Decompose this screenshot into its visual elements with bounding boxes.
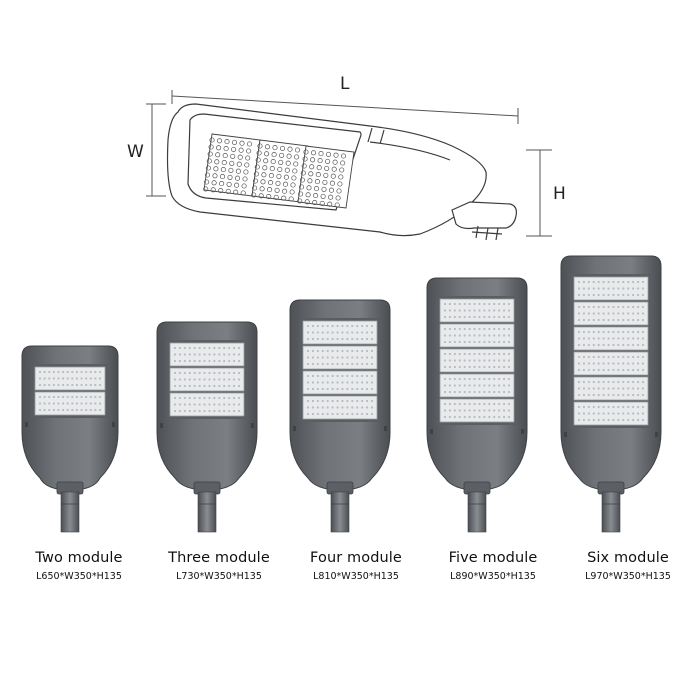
product-lineup <box>21 255 662 533</box>
led-module <box>302 320 378 345</box>
led-dots <box>443 377 511 394</box>
mount-pole <box>60 491 80 533</box>
lamp-two-module <box>21 345 119 533</box>
led-dots <box>38 370 102 387</box>
dimension-drawing: L W H <box>127 74 566 241</box>
led-module <box>302 370 378 395</box>
led-dots <box>306 349 374 366</box>
drawing-led-module <box>297 145 355 209</box>
led-module <box>439 348 515 373</box>
led-module <box>34 391 106 416</box>
led-module <box>302 345 378 370</box>
led-module <box>573 351 649 376</box>
led-dots <box>173 396 241 413</box>
led-module <box>169 392 245 417</box>
led-modules-drawing <box>203 133 355 209</box>
led-module <box>34 366 106 391</box>
label-five-module-title: Five module <box>448 550 538 566</box>
label-two-module-title: Two module <box>35 550 123 566</box>
lamp-five-module <box>426 277 528 533</box>
led-module <box>439 298 515 323</box>
mount-pole <box>467 491 487 533</box>
height-letter: H <box>553 184 566 204</box>
led-dots <box>443 302 511 319</box>
led-module <box>573 326 649 351</box>
lamp-three-module <box>156 321 258 533</box>
led-module <box>573 376 649 401</box>
led-dots <box>443 327 511 344</box>
led-dots <box>306 374 374 391</box>
led-dots <box>173 371 241 388</box>
label-two-module-dims: L650*W350*H135 <box>36 571 122 582</box>
mount-pole <box>330 491 350 533</box>
label-four-module-title: Four module <box>310 550 402 566</box>
drawing-led-module <box>251 139 309 203</box>
led-module <box>439 323 515 348</box>
mount-pole <box>601 491 621 533</box>
led-dots <box>443 352 511 369</box>
length-letter: L <box>340 74 350 94</box>
led-module <box>169 342 245 367</box>
led-dots <box>577 355 645 372</box>
led-dots <box>577 330 645 347</box>
led-dots <box>577 380 645 397</box>
led-module <box>439 398 515 423</box>
width-dimension-line <box>146 103 166 197</box>
led-module <box>573 301 649 326</box>
drawing-led-module <box>203 133 261 197</box>
label-five-module-dims: L890*W350*H135 <box>450 571 536 582</box>
led-dots <box>577 280 645 297</box>
label-three-module-dims: L730*W350*H135 <box>176 571 262 582</box>
led-module <box>439 373 515 398</box>
lamp-six-module <box>560 255 662 533</box>
label-three-module-title: Three module <box>168 550 270 566</box>
led-dots <box>443 402 511 419</box>
length-dimension-line <box>171 90 519 124</box>
led-dots <box>306 399 374 416</box>
label-six-module-title: Six module <box>587 550 669 566</box>
led-module <box>169 367 245 392</box>
width-letter: W <box>127 142 144 162</box>
led-module <box>302 395 378 420</box>
led-module <box>573 276 649 301</box>
led-dots <box>173 346 241 363</box>
led-dots <box>577 405 645 422</box>
led-dots <box>577 305 645 322</box>
label-four-module-dims: L810*W350*H135 <box>313 571 399 582</box>
label-six-module-dims: L970*W350*H135 <box>585 571 671 582</box>
led-dots <box>38 395 102 412</box>
height-dimension-line <box>526 149 552 237</box>
lamp-four-module <box>289 299 391 533</box>
led-module <box>573 401 649 426</box>
mount-pole <box>197 491 217 533</box>
led-dots <box>306 324 374 341</box>
